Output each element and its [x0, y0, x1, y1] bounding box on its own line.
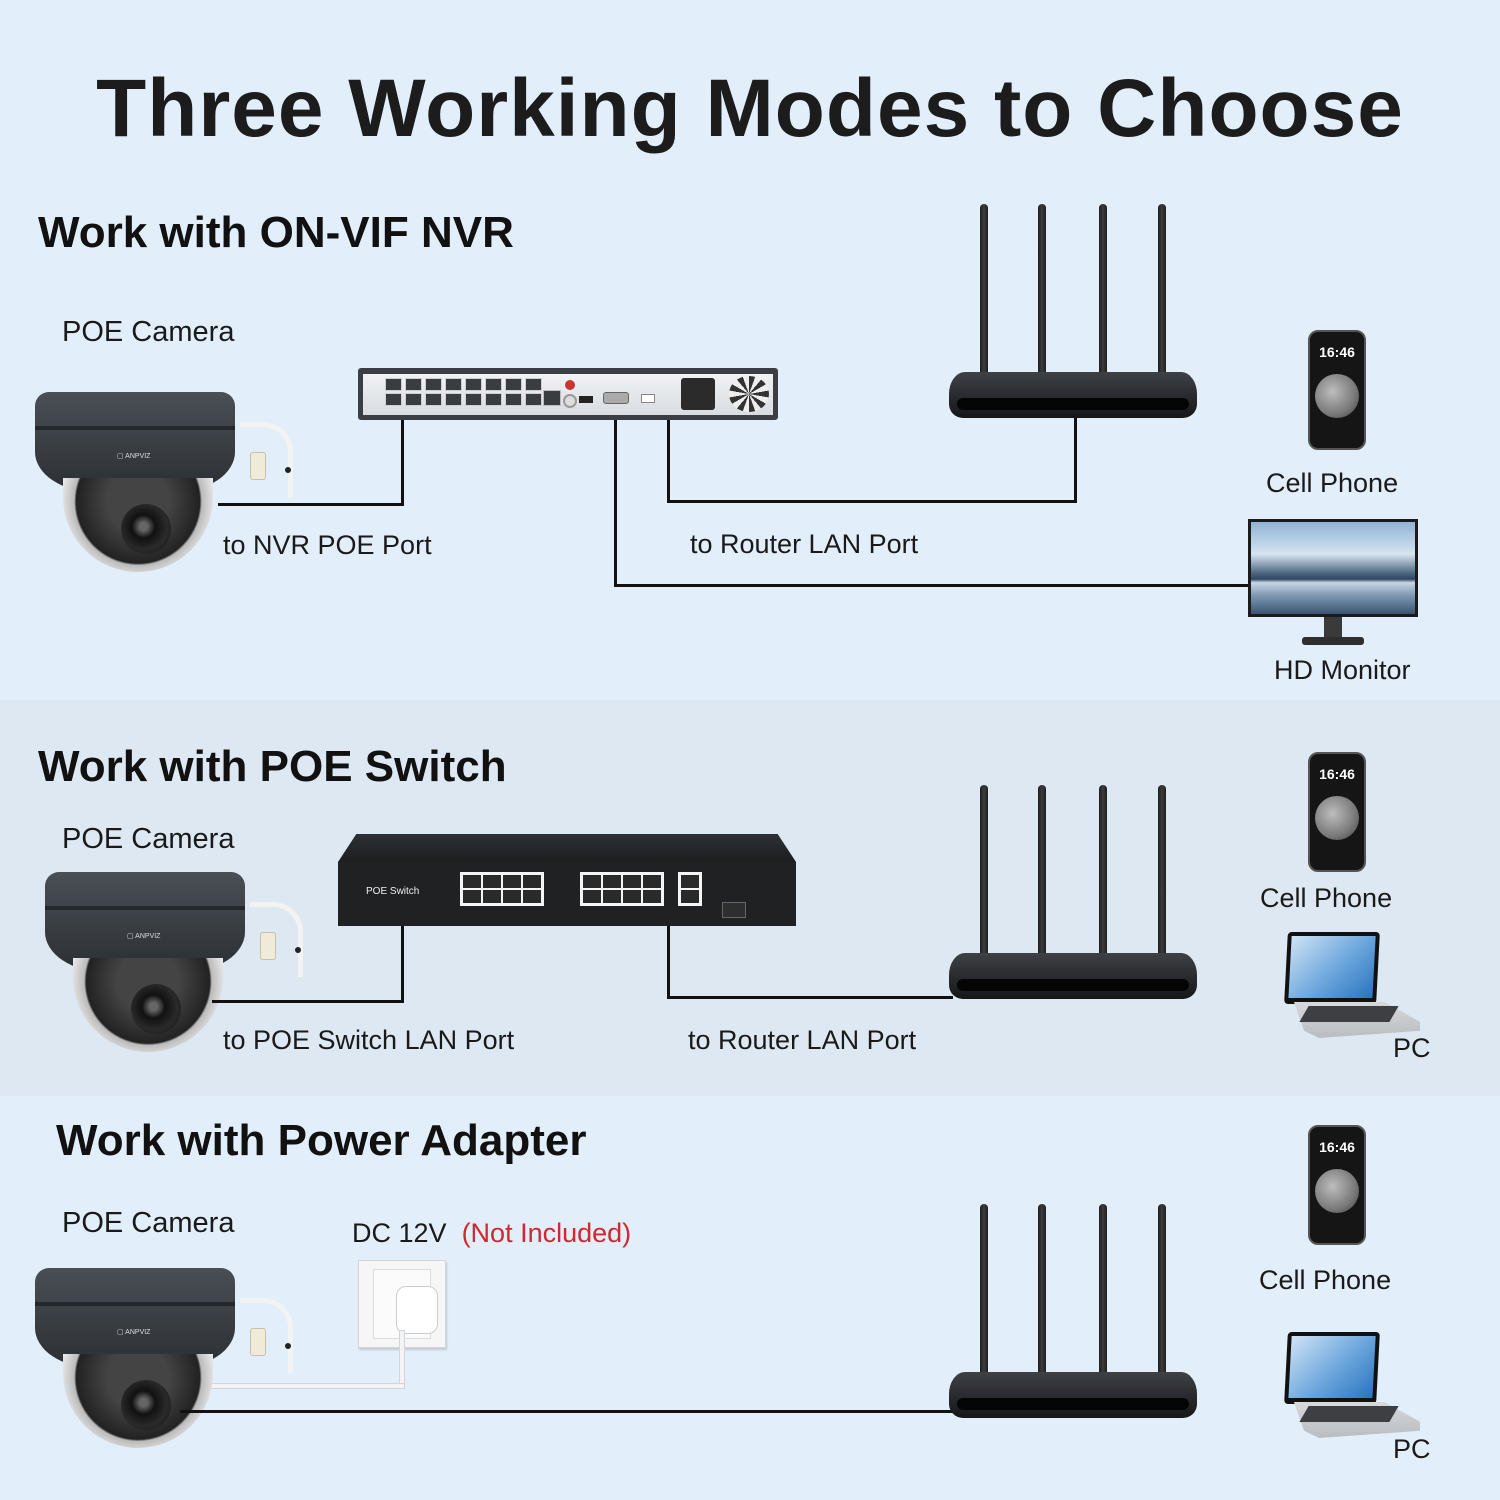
wire-switch-router-h — [667, 996, 953, 999]
phone-clock: 16:46 — [1319, 766, 1355, 782]
camera-link-label: to NVR POE Port — [223, 530, 432, 560]
rj45-plug-icon — [250, 1328, 266, 1356]
client-label-pc: PC — [1393, 1434, 1431, 1464]
wall-outlet-icon — [358, 1260, 446, 1348]
audio-out-jack — [563, 394, 577, 408]
wire-nvr-camera-v — [401, 420, 404, 506]
camera-housing: ▢ ANPVIZ — [45, 872, 245, 972]
router-icon — [949, 785, 1199, 1000]
switch-ports-group-1 — [460, 872, 544, 906]
phone-icon: 16:46 — [1308, 330, 1366, 450]
client-label-pc: PC — [1393, 1033, 1431, 1063]
laptop-icon — [1282, 1332, 1422, 1442]
wire-camera-router — [180, 1410, 955, 1413]
camera-lens-icon — [131, 984, 181, 1034]
camera-logo: ▢ ANPVIZ — [117, 1329, 151, 1336]
router-link-label: to Router LAN Port — [688, 1025, 917, 1055]
wire-switch-camera-h — [212, 1000, 404, 1003]
camera-cable — [240, 1298, 293, 1373]
camera-logo: ▢ ANPVIZ — [117, 453, 151, 460]
camera-lens-icon — [121, 504, 171, 554]
page-title: Three Working Modes to Choose — [96, 63, 1404, 154]
phone-clock: 16:46 — [1319, 344, 1355, 360]
camera-label: POE Camera — [62, 316, 235, 348]
camera-housing: ▢ ANPVIZ — [35, 1268, 235, 1368]
camera-link-label: to POE Switch LAN Port — [223, 1025, 515, 1055]
section-heading-nvr: Work with ON-VIF NVR — [38, 208, 514, 257]
section-heading-adapter: Work with Power Adapter — [56, 1116, 587, 1165]
router-icon — [949, 1204, 1199, 1419]
usb-port — [641, 394, 655, 403]
poe-camera-icon: ▢ ANPVIZ — [45, 872, 345, 1052]
camera-cable — [250, 902, 303, 977]
client-label-hd-monitor: HD Monitor — [1274, 655, 1411, 685]
camera-housing: ▢ ANPVIZ — [35, 392, 235, 492]
router-icon — [949, 204, 1199, 419]
switch-ports-group-2 — [580, 872, 664, 906]
wire-nvr-monitor-v — [614, 420, 617, 587]
wire-switch-router-v — [667, 926, 670, 999]
hdmi-port — [579, 396, 593, 403]
wire-switch-camera-v — [401, 926, 404, 1003]
power-plug-icon — [396, 1286, 438, 1334]
camera-dome — [73, 958, 223, 1052]
dc-jack-icon — [285, 1343, 291, 1349]
section-heading-switch: Work with POE Switch — [38, 742, 507, 791]
phone-clock: 16:46 — [1319, 1139, 1355, 1155]
client-label-cell-phone: Cell Phone — [1266, 468, 1399, 498]
nvr-device-icon — [358, 368, 778, 420]
wire-nvr-monitor-h — [614, 584, 1250, 587]
switch-uplink-ports — [678, 872, 702, 906]
power-label: DC 12V (Not Included) — [352, 1218, 631, 1249]
power-cord-v — [399, 1330, 405, 1388]
sfp-port — [722, 902, 746, 918]
fan-icon — [729, 376, 769, 412]
audio-in-jack — [563, 378, 577, 392]
power-not-included-note: (Not Included) — [461, 1218, 632, 1248]
camera-cable — [240, 422, 293, 497]
poe-camera-icon: ▢ ANPVIZ — [35, 1268, 335, 1448]
wire-nvr-router-h — [667, 500, 1077, 503]
camera-lens-icon — [121, 1380, 171, 1430]
camera-logo: ▢ ANPVIZ — [127, 933, 161, 940]
vga-port — [603, 392, 629, 404]
camera-dome — [63, 1354, 213, 1448]
camera-label: POE Camera — [62, 1207, 235, 1239]
poe-switch-icon: POE Switch — [338, 834, 796, 926]
phone-icon: 16:46 — [1308, 1125, 1366, 1245]
laptop-icon — [1282, 932, 1422, 1042]
rj45-plug-icon — [250, 452, 266, 480]
dc-jack-icon — [285, 467, 291, 473]
nvr-poe-ports — [385, 378, 543, 406]
rj45-plug-icon — [260, 932, 276, 960]
nvr-lan-port — [543, 390, 561, 406]
power-socket-icon — [681, 378, 715, 410]
monitor-icon — [1248, 519, 1418, 649]
router-link-label: to Router LAN Port — [690, 529, 919, 559]
poe-camera-icon: ▢ ANPVIZ — [35, 392, 335, 572]
client-label-cell-phone: Cell Phone — [1259, 1265, 1392, 1295]
power-voltage: DC 12V — [352, 1218, 447, 1248]
camera-label: POE Camera — [62, 823, 235, 855]
wire-nvr-camera-h — [218, 503, 404, 506]
client-label-cell-phone: Cell Phone — [1260, 883, 1393, 913]
phone-icon: 16:46 — [1308, 752, 1366, 872]
wire-nvr-router-v1 — [667, 420, 670, 503]
camera-dome — [63, 478, 213, 572]
switch-brand-label: POE Switch — [366, 886, 420, 897]
dc-jack-icon — [295, 947, 301, 953]
wire-nvr-router-v2 — [1074, 418, 1077, 503]
monitor-screen — [1248, 519, 1418, 617]
